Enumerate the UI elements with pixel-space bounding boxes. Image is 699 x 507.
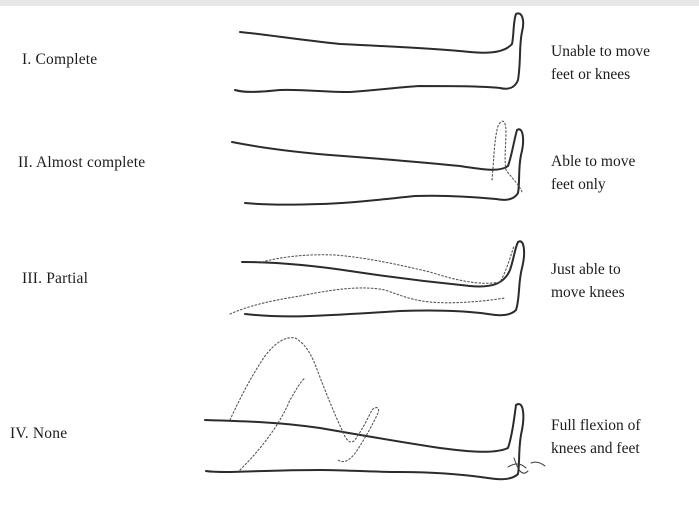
leg-figure-grade-i: [235, 13, 523, 92]
leg-figure-grade-iv: [205, 338, 523, 480]
artist-signature: [508, 458, 545, 473]
leg-figure-grade-iii: [230, 241, 524, 316]
leg-figure-grade-ii: [232, 121, 523, 204]
